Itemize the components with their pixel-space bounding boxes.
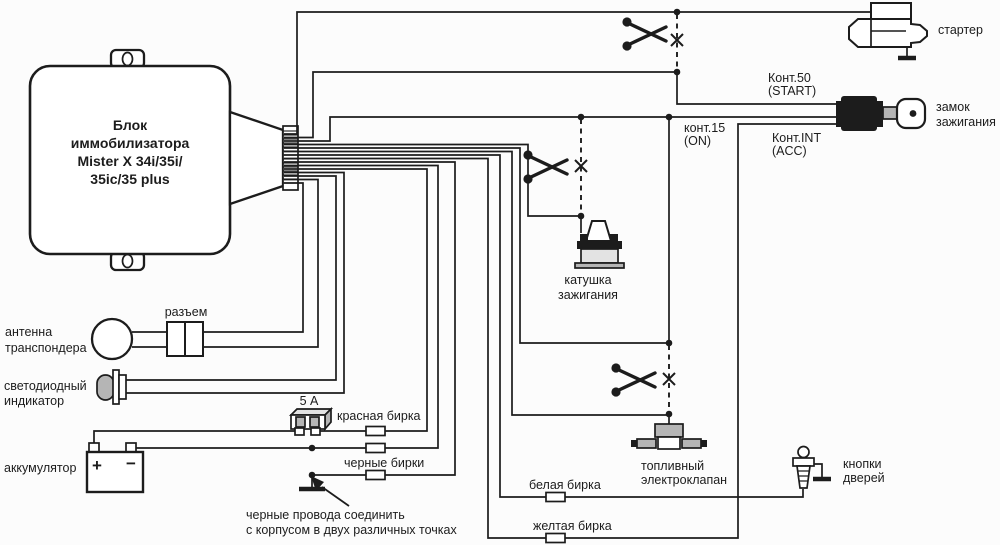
scissors-icon-coil	[523, 150, 569, 184]
led-label-2: индикатор	[4, 394, 64, 408]
fuse-label: 5 А	[300, 394, 319, 408]
cut-x-starter-icon	[670, 33, 684, 47]
scissors-icon-valve	[611, 363, 657, 397]
valve-label-2: электроклапан	[641, 473, 727, 487]
led-label-1: светодиодный	[4, 379, 87, 393]
kontint-label: Конт.INT	[772, 131, 821, 145]
wire-valve-top	[284, 147, 669, 344]
ignition-lock-icon	[836, 96, 927, 131]
device-name-line4: 35ic/35 plus	[90, 171, 170, 187]
tag-white-icon	[545, 491, 566, 503]
cut-x-coil-icon	[574, 159, 588, 173]
tag-yellow-icon	[545, 532, 566, 544]
antenna-label-2: транспондера	[5, 341, 87, 355]
plug-connector-icon	[166, 321, 204, 357]
door-buttons-label-1: кнопки	[843, 457, 882, 471]
harness-connector-icon	[228, 110, 285, 206]
kont50-label-2: (START)	[768, 84, 816, 98]
wire-valve-bottom	[284, 150, 669, 416]
coil-label-2: зажигания	[558, 288, 618, 302]
wire-led-2	[126, 171, 345, 394]
valve-label-1: топливный	[641, 459, 704, 473]
battery-minus-sign: −	[126, 454, 136, 473]
starter-label: стартер	[938, 23, 983, 37]
tag-red-label: красная бирка	[337, 409, 421, 423]
led-icon	[96, 369, 127, 405]
tag-black2-icon	[365, 469, 386, 481]
kont15-label-2: (ON)	[684, 134, 711, 148]
scissors-icon-starter	[622, 17, 668, 51]
kont50-label: Конт.50	[768, 71, 811, 85]
fuse-icon	[288, 406, 334, 436]
tag-black1-icon	[365, 442, 386, 454]
note-line-2: с корпусом в двух различных точках	[246, 523, 457, 537]
ignition-lock-label-2: зажигания	[936, 115, 996, 129]
ignition-lock-label-1: замок	[936, 100, 970, 114]
door-button-icon	[792, 445, 831, 489]
device-name-line2: иммобилизатора	[71, 135, 190, 151]
tag-yellow-label: желтая бирка	[533, 519, 612, 533]
wire-led-1	[126, 175, 337, 381]
wire-battery-plus	[93, 430, 296, 443]
wire-antenna-1	[203, 182, 304, 333]
cut-x-valve-icon	[662, 372, 676, 386]
wire-antenna-2	[203, 178, 319, 348]
wire-start-contact	[284, 71, 836, 139]
battery-icon: + −	[85, 442, 145, 494]
wire-red-fuse	[284, 168, 428, 432]
wire-white-door	[284, 154, 804, 498]
note-arrow-icon	[311, 476, 350, 507]
wire-antenna-stub	[132, 331, 167, 348]
junction-dots	[308, 8, 681, 479]
tag-black-label: черные бирки	[344, 456, 424, 470]
device-name-line3: Mister X 34i/35i/	[77, 153, 182, 169]
coil-label-1: катушка	[564, 273, 611, 287]
ignition-coil-icon	[574, 220, 625, 269]
screw-hole-top-icon	[121, 51, 134, 67]
kontint-label-2: (ACC)	[772, 144, 807, 158]
screw-hole-bottom-icon	[121, 253, 134, 269]
note-line-1: черные провода соединить	[246, 508, 405, 522]
battery-plus-sign: +	[92, 456, 102, 475]
door-buttons-label-2: дверей	[843, 471, 885, 485]
antenna-icon	[90, 317, 134, 361]
wires	[93, 8, 873, 539]
kont15-label: конт.15	[684, 121, 725, 135]
fuel-valve-icon	[631, 423, 707, 450]
wire-yellow-acc	[284, 123, 836, 539]
immobilizer-unit: Блок иммобилизатора Mister X 34i/35i/ 35…	[28, 48, 299, 272]
antenna-label-1: антенна	[5, 325, 52, 339]
battery-label: аккумулятор	[4, 461, 76, 475]
connector-label: разъем	[165, 305, 208, 319]
tag-white-label: белая бирка	[529, 478, 601, 492]
wire-starter-feed	[284, 11, 873, 135]
tag-red-icon	[365, 425, 386, 437]
device-name-line1: Блок	[113, 117, 148, 133]
wire-ignition-on	[284, 116, 836, 142]
starter-icon	[848, 2, 928, 61]
